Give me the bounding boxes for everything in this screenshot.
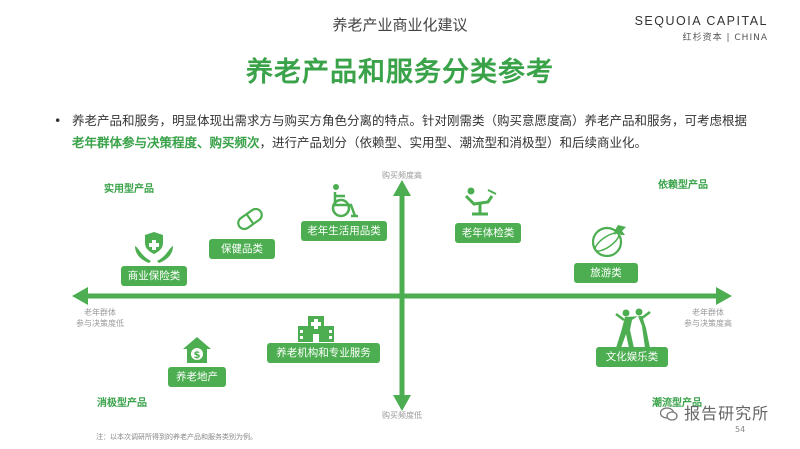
svg-text:$: $ bbox=[194, 350, 201, 361]
quadrant-top-left-label: 实用型产品 bbox=[104, 184, 154, 195]
footnote: 注：以本次调研所得到的养老产品和服务类别为例。 bbox=[96, 433, 257, 441]
bullet-text-1: 养老产品和服务，明显体现出需求方与购买方角色分离的特点。针对刚需类（购买意愿度高… bbox=[72, 113, 748, 128]
bullet-highlight: 老年群体参与决策程度、购买频次 bbox=[72, 135, 260, 150]
category-travel: 旅游类 bbox=[574, 263, 638, 283]
house-dollar-icon: $ bbox=[183, 337, 211, 363]
dental-chair-icon bbox=[464, 187, 497, 216]
category-entertainment: 文化娱乐类 bbox=[596, 347, 668, 367]
bullet-marker: • bbox=[54, 113, 62, 128]
top-arrowhead bbox=[393, 180, 411, 196]
axis-bottom-label: 购买频度低 bbox=[382, 411, 422, 420]
page-subtitle: 养老产业商业化建议 bbox=[332, 16, 468, 34]
wechat-icon bbox=[659, 406, 678, 421]
watermark: 报告研究所 bbox=[659, 400, 770, 424]
wheelchair-icon bbox=[331, 184, 358, 218]
bottom-arrowhead bbox=[393, 395, 411, 411]
logo-name: SEQUOIA CAPITAL bbox=[634, 14, 768, 28]
hospital-icon bbox=[298, 316, 334, 342]
watermark-text: 报告研究所 bbox=[684, 404, 770, 423]
category-daily-supplies: 老年生活用品类 bbox=[301, 221, 387, 241]
quadrant-bottom-right-label: 潮流型产品 bbox=[652, 398, 702, 409]
category-health-products: 保健品类 bbox=[209, 239, 275, 259]
category-health-checkup: 老年体检类 bbox=[455, 223, 521, 243]
globe-plane-icon bbox=[591, 225, 626, 258]
category-institutions-services: 养老机构和专业服务 bbox=[267, 343, 380, 363]
right-arrowhead bbox=[716, 287, 732, 305]
logo-mark: 红杉资本 | CHINA bbox=[682, 33, 768, 43]
quadrant-bottom-left-label: 消极型产品 bbox=[97, 398, 147, 409]
logo: SEQUOIA CAPITAL 红杉资本 | CHINA bbox=[635, 14, 768, 43]
hands-shield-icon bbox=[135, 232, 173, 263]
bullet-text-2: ，进行产品划分（依赖型、实用型、潮流型和消极型）和后续商业化。 bbox=[259, 135, 648, 150]
page-title: 养老产品和服务分类参考 bbox=[246, 57, 554, 88]
dancers-icon bbox=[615, 308, 651, 348]
bullet-paragraph: • 养老产品和服务，明显体现出需求方与购买方角色分离的特点。针对刚需类（购买意愿… bbox=[54, 110, 754, 154]
pill-icon bbox=[237, 207, 263, 231]
page-number: 54 bbox=[735, 425, 746, 434]
category-insurance: 商业保险类 bbox=[121, 266, 187, 286]
axis-top-label: 购买频度高 bbox=[382, 171, 422, 180]
left-arrowhead bbox=[72, 287, 88, 305]
quadrant-top-right-label: 依赖型产品 bbox=[658, 180, 708, 191]
axis-right-label: 老年群体 参与决策度高 bbox=[684, 308, 732, 328]
category-real-estate: 养老地产 bbox=[168, 367, 226, 387]
axis-left-label: 老年群体 参与决策度低 bbox=[76, 308, 124, 328]
